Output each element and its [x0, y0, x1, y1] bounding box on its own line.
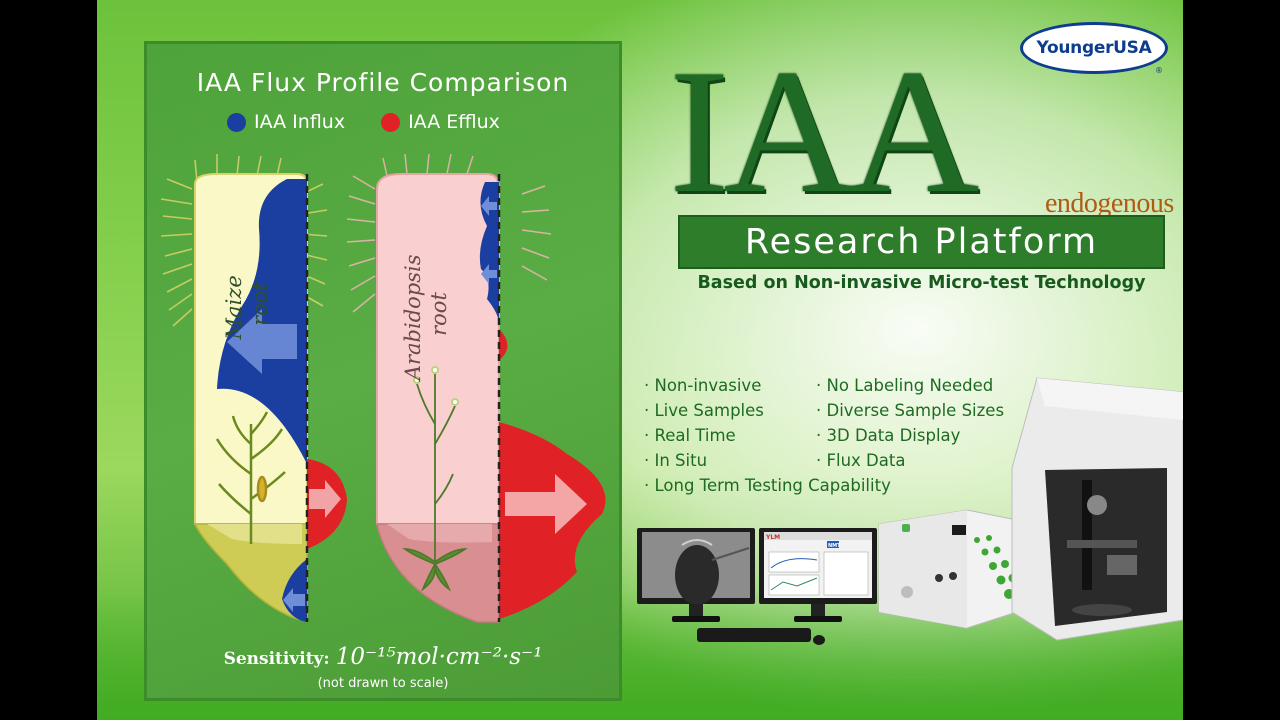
mouse-icon [813, 635, 825, 645]
arabidopsis-tip-band [387, 524, 492, 543]
sensitivity-label: Sensitivity: [223, 649, 330, 669]
legend-influx-label: IAA Influx [254, 111, 346, 133]
feature-item: · Diverse Sample Sizes [816, 401, 1005, 420]
feature-item: · Flux Data [816, 451, 906, 470]
flux-comparison-panel: IAA Flux Profile Comparison IAA Influx I… [144, 41, 622, 701]
arabidopsis-root-hairs [346, 153, 552, 313]
scale-note: (not drawn to scale) [317, 676, 449, 691]
efflux-dot-icon [381, 112, 401, 132]
feature-item: · No Labeling Needed [816, 376, 994, 395]
monitor-software-icon: YLM NMT [759, 528, 877, 622]
microscope-enclosure-icon [1011, 377, 1183, 641]
maize-influx-arrow-icon [227, 309, 297, 374]
panel-title: IAA Flux Profile Comparison [196, 68, 570, 97]
feature-item: · Live Samples [644, 401, 764, 420]
arabidopsis-influx-arrow-icon [481, 196, 497, 216]
sensitivity-value: 10⁻¹⁵mol·cm⁻²·s⁻¹ [335, 644, 543, 670]
maize-tip-arrow-icon [283, 588, 305, 612]
monitor-icon [637, 528, 755, 622]
arabidopsis-influx-area [479, 182, 499, 324]
software-logo: YLM [765, 534, 780, 541]
arabidopsis-efflux-arrow-icon [505, 474, 587, 534]
maize-plant-icon [215, 411, 286, 544]
maize-root-label: Maize root [222, 269, 272, 341]
maize-root-tip [193, 523, 308, 620]
poster: IAA Flux Profile Comparison IAA Influx I… [97, 0, 1183, 720]
headline-subscript: endogenous [1045, 188, 1174, 219]
arabidopsis-influx-arrow-icon-2 [481, 264, 497, 284]
logo-registered-mark: ® [1155, 66, 1163, 75]
feature-item: · Long Term Testing Capability [644, 476, 891, 495]
influx-dot-icon [227, 112, 246, 132]
root-flux-diagram: Maize root Arabidopsis root [160, 153, 606, 623]
arabidopsis-small-efflux-area [499, 329, 508, 360]
tagline: Based on Non-invasive Micro-test Technol… [697, 273, 1146, 293]
feature-item: · 3D Data Display [816, 426, 961, 445]
headline-title: IAA [669, 32, 979, 230]
feature-item: · Non-invasive [644, 376, 762, 395]
sensitivity-line: Sensitivity:10⁻¹⁵mol·cm⁻²·s⁻¹ [147, 644, 619, 670]
legend-efflux-label: IAA Efflux [408, 111, 500, 133]
controller-box-icon [878, 509, 1018, 629]
arabidopsis-plant-icon [402, 366, 468, 592]
nmt-badge: NMT [828, 543, 841, 549]
brand-logo: YoungerUSA [1020, 22, 1168, 74]
platform-banner: Research Platform [678, 215, 1165, 269]
maize-efflux-arrow-icon [309, 480, 341, 518]
arabidopsis-efflux-area [499, 422, 606, 619]
equipment-illustration: YLM NMT [637, 377, 1183, 645]
legend: IAA Influx IAA Efflux [227, 111, 500, 133]
feature-item: · Real Time [644, 426, 736, 445]
feature-item: · In Situ [644, 451, 708, 470]
maize-tip-band [207, 524, 302, 544]
keyboard-icon [697, 628, 811, 642]
legend-efflux: IAA Efflux [381, 111, 500, 133]
arabidopsis-root-label: Arabidopsis root [401, 248, 451, 382]
legend-influx: IAA Influx [227, 111, 345, 133]
